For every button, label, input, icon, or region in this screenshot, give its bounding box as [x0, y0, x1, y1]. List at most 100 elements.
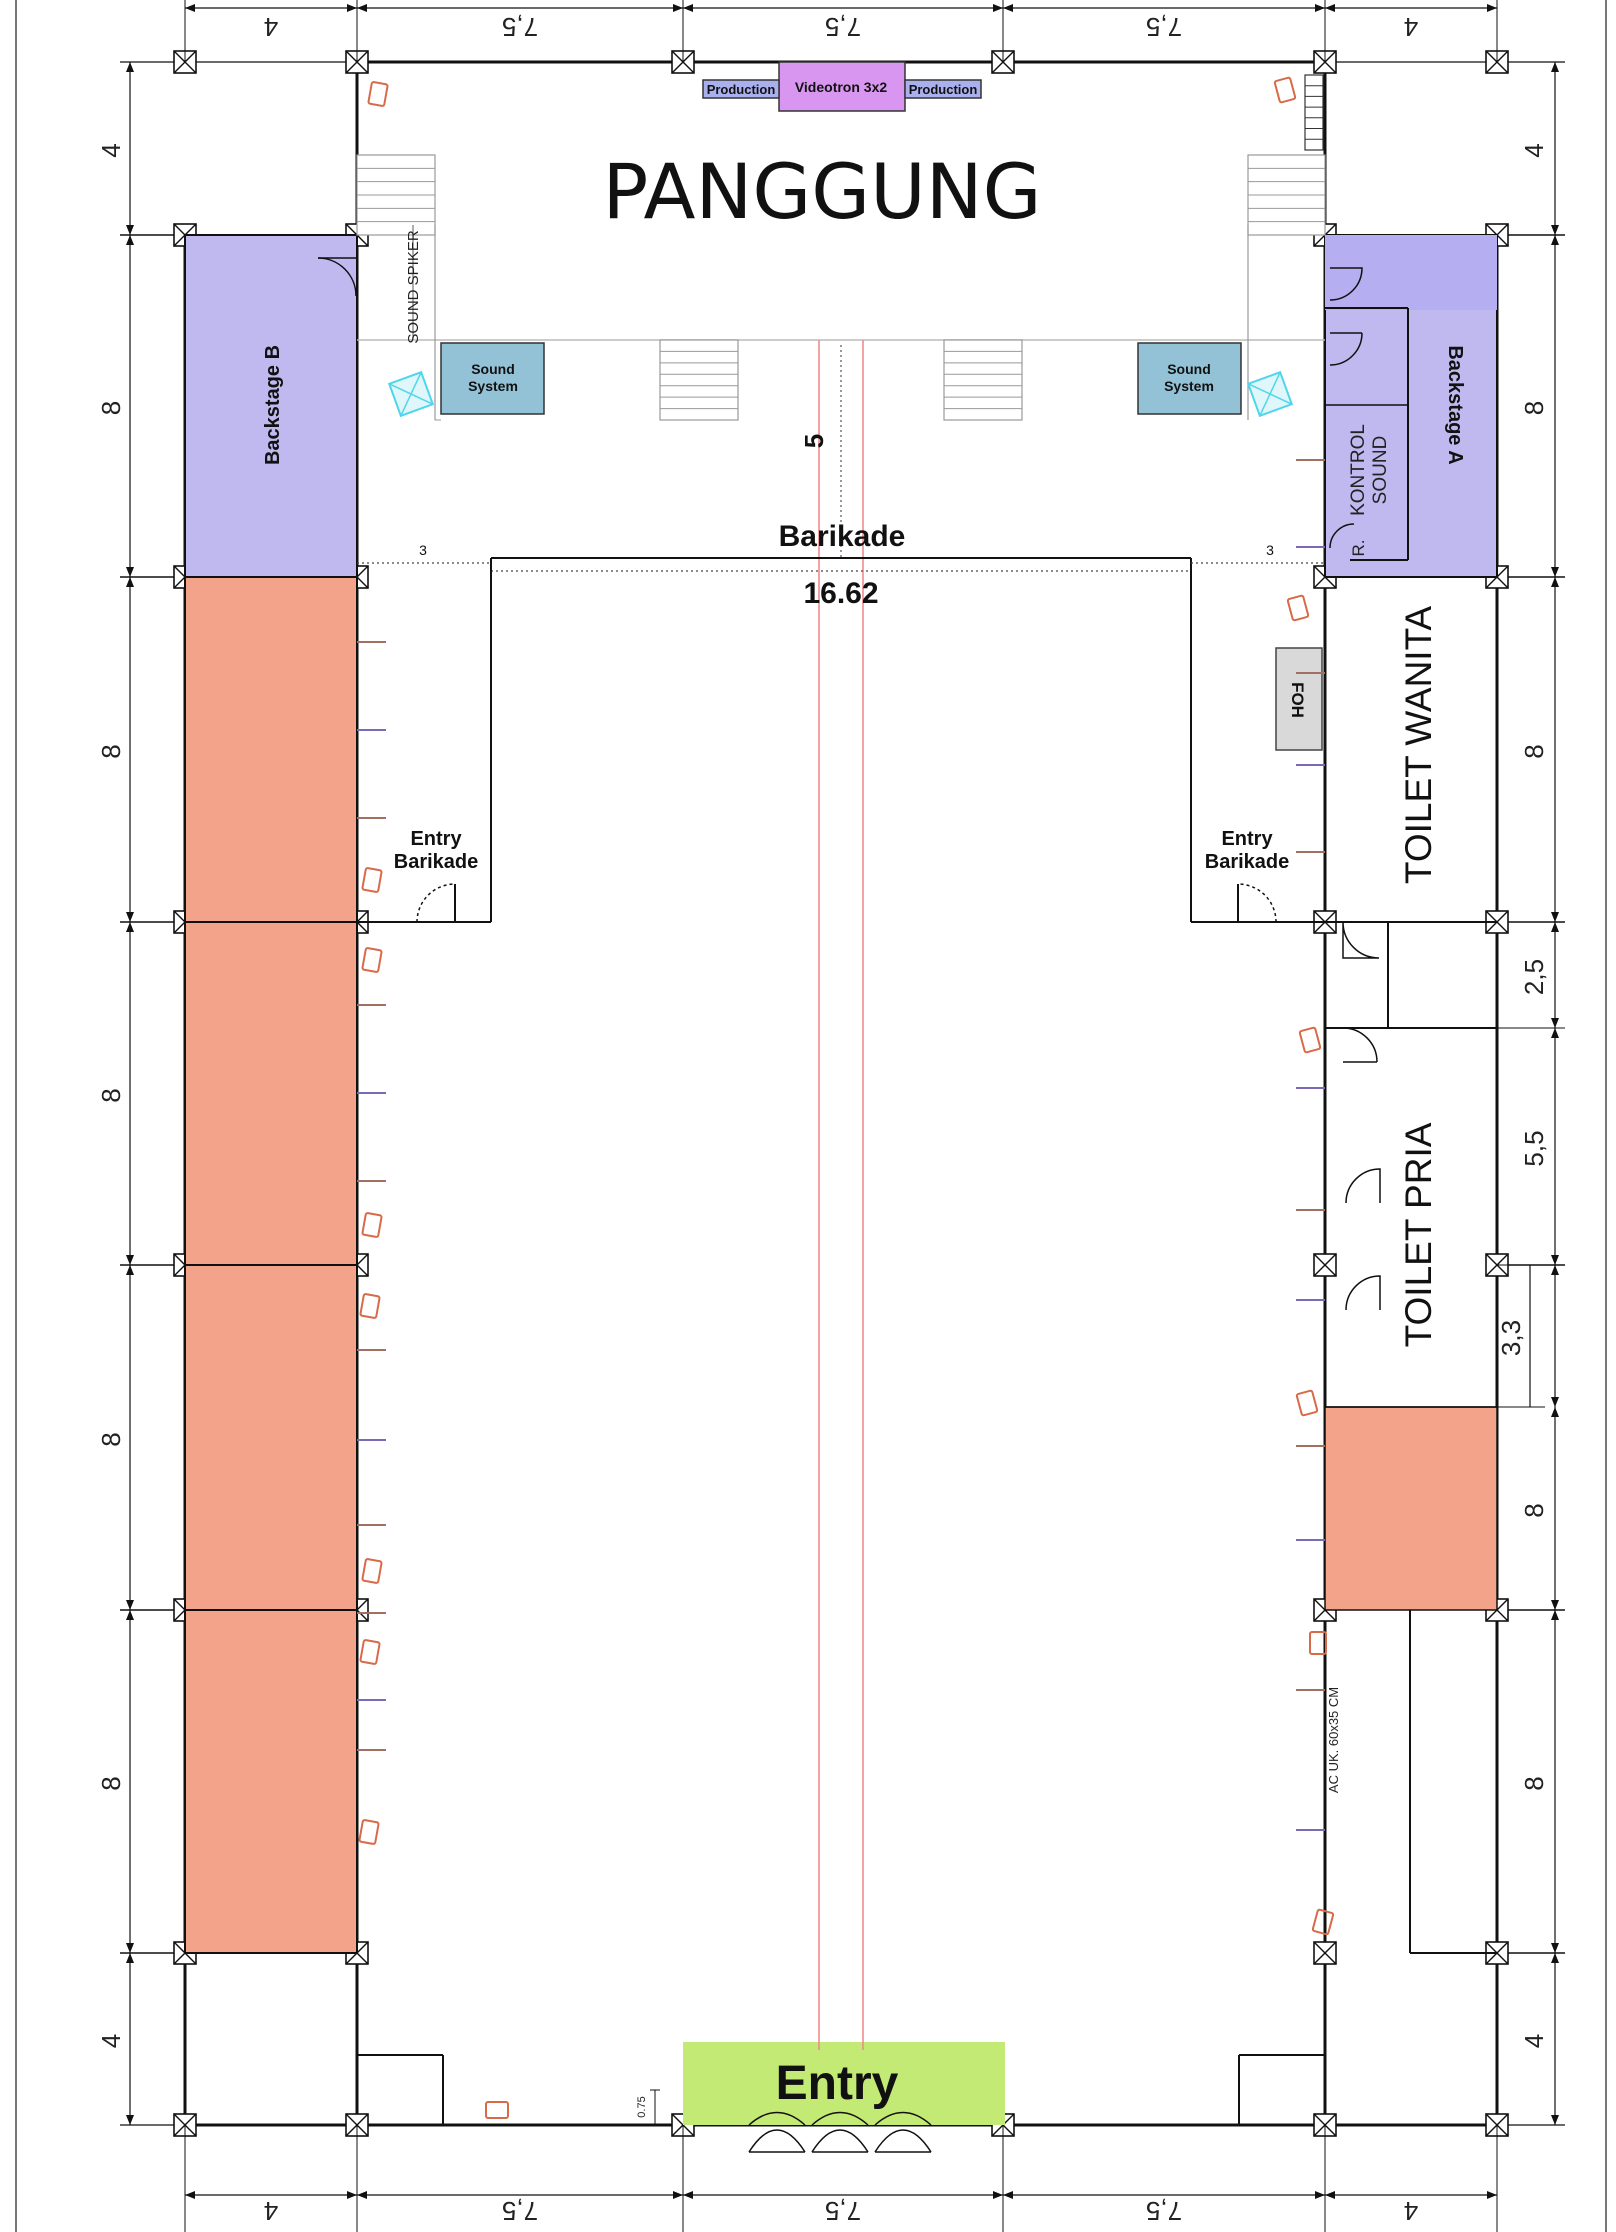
- dim-arrow: [185, 2191, 195, 2199]
- chair-2: [1273, 76, 1297, 104]
- production-right-label: Production: [909, 82, 978, 97]
- dim-arrow: [993, 4, 1003, 12]
- booth-left-4: [184, 1609, 358, 1954]
- speaker-left-cross: [400, 371, 422, 417]
- entry-area: [683, 2042, 1005, 2125]
- chair-9: [358, 1819, 380, 1845]
- dim-arrow: [673, 4, 683, 12]
- plan-details: [317, 74, 1497, 2153]
- dimension-lines: [126, 0, 1565, 2232]
- chair-10: [1286, 594, 1310, 622]
- dim-arrow: [1325, 4, 1335, 12]
- chair-5: [361, 1212, 383, 1238]
- toilet-pria-door: [1342, 1027, 1378, 1063]
- booth-left-1: [184, 576, 358, 923]
- barikade-side-right-label: 3: [1266, 542, 1274, 558]
- dim-right-1: 4: [1519, 143, 1549, 157]
- sound-system-left: [440, 342, 545, 415]
- dim-arrow: [126, 1610, 134, 1620]
- chair-4: [361, 947, 383, 973]
- dim-right-8: 8: [1519, 1776, 1549, 1790]
- toilet-pria-label: TOILET PRIA: [1398, 1122, 1439, 1347]
- urinal-door-2: [1345, 1275, 1381, 1311]
- dim-arrow: [1551, 1028, 1559, 1038]
- dim-arrow: [1487, 4, 1497, 12]
- foh-label: FOH: [1288, 682, 1307, 718]
- foh-box: [1275, 647, 1323, 751]
- dim-arrow: [1551, 2115, 1559, 2125]
- dim-arrow: [1551, 1255, 1559, 1265]
- dim-left-7: 4: [96, 2034, 126, 2048]
- dim-top-5: 4: [1404, 12, 1418, 42]
- dim-arrow: [683, 2191, 693, 2199]
- chair-15: [485, 2101, 509, 2119]
- entry-barikade-left-label-1: Entry: [410, 828, 462, 850]
- dim-arrow: [347, 2191, 357, 2199]
- dim-arrow: [1551, 1018, 1559, 1028]
- dim-arrow: [1551, 912, 1559, 922]
- chair-3: [361, 867, 383, 893]
- dim-left-1: 4: [96, 143, 126, 157]
- dim-arrow: [1315, 4, 1325, 12]
- dim-arrow: [1551, 1600, 1559, 1610]
- dim-top-1: 4: [264, 12, 278, 42]
- chair-14: [1311, 1908, 1335, 1936]
- chair-6: [359, 1293, 381, 1319]
- door-gap-label: 0.75: [636, 2096, 648, 2117]
- plan-fills: [184, 61, 1498, 2125]
- backstage-b-label: Backstage B: [262, 345, 284, 465]
- booth-left-2: [184, 921, 358, 1266]
- stage-title: PANGGUNG: [603, 147, 1042, 236]
- dim-arrow: [126, 1255, 134, 1265]
- chair-1: [367, 81, 389, 107]
- sound-system-right-label-2: System: [1164, 378, 1214, 394]
- dim-arrow: [126, 912, 134, 922]
- dim-arrow: [683, 4, 693, 12]
- dim-right-4: 2,5: [1519, 959, 1549, 995]
- dim-arrow: [126, 1943, 134, 1953]
- backstage-a-upper: [1325, 235, 1497, 310]
- dim-top-3: 7,5: [825, 12, 861, 42]
- production-right: [904, 79, 982, 99]
- barikade-door-left: [416, 883, 456, 923]
- dim-left-5: 8: [96, 1432, 126, 1446]
- dim-right-7: 8: [1519, 1503, 1549, 1517]
- dim-right-5: 5,5: [1519, 1130, 1549, 1166]
- dim-arrow: [126, 235, 134, 245]
- entry-door-arc-2: [811, 2111, 869, 2126]
- kontrol-sound-label-2: SOUND: [1370, 436, 1391, 505]
- toilet-wanita-label: TOILET WANITA: [1398, 606, 1439, 885]
- dim-arrow: [1551, 1610, 1559, 1620]
- booth-right: [1324, 1406, 1498, 1611]
- dim-arrow: [126, 1265, 134, 1275]
- entry-door-arc-1: [748, 2111, 806, 2126]
- dim-bottom-5: 4: [1404, 2196, 1418, 2226]
- speaker-left: [387, 370, 435, 418]
- kontrol-door-upper: [1329, 267, 1363, 301]
- sound-spiker-label: SOUND SPIKER: [405, 230, 422, 344]
- dim-right-6: 3,3: [1496, 1320, 1526, 1356]
- dim-top-2: 7,5: [502, 12, 538, 42]
- dim-left-6: 8: [96, 1776, 126, 1790]
- dim-bottom-1: 4: [264, 2196, 278, 2226]
- stage-depth-label: 5: [799, 434, 829, 448]
- ladder-top-right: [1304, 74, 1324, 151]
- entry-door-arc-low-3: [874, 2129, 932, 2153]
- dim-arrow: [1003, 4, 1013, 12]
- dim-top-4: 7,5: [1146, 12, 1182, 42]
- dim-arrow: [126, 577, 134, 587]
- dim-arrow: [993, 2191, 1003, 2199]
- dim-right-3: 8: [1519, 744, 1549, 758]
- dim-arrow: [357, 2191, 367, 2199]
- entry-barikade-right-label-1: Entry: [1221, 828, 1273, 850]
- chair-8: [359, 1639, 381, 1665]
- dim-arrow: [357, 4, 367, 12]
- dim-arrow: [1003, 2191, 1013, 2199]
- kontrol-door-low: [1329, 523, 1355, 549]
- barikade-side-left-label: 3: [419, 542, 427, 558]
- column-marker-cross: [1313, 1253, 1337, 1277]
- dim-bottom-2: 7,5: [502, 2196, 538, 2226]
- sound-system-left-label-2: System: [468, 378, 518, 394]
- sound-system-right-label-1: Sound: [1167, 361, 1211, 377]
- entry-door-arc-low-2: [811, 2129, 869, 2153]
